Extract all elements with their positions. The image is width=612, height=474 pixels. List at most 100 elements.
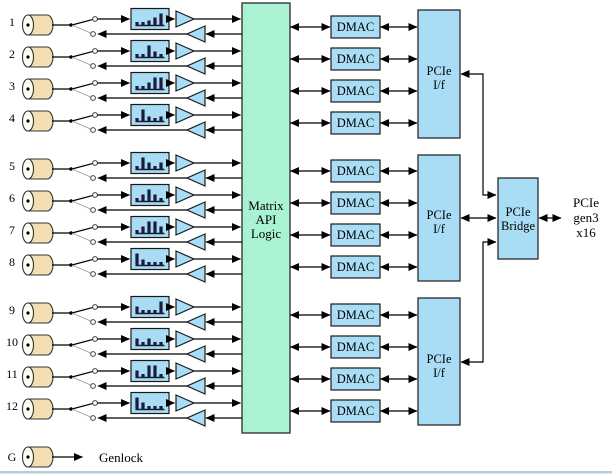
equalizer-icon — [130, 359, 170, 383]
channel-number: 10 — [6, 335, 18, 349]
matrix-api-logic-block: Matrix API Logic — [241, 2, 291, 434]
channel-row-10: 10 — [6, 327, 242, 363]
channel-number: 7 — [9, 223, 15, 237]
dmac-block-2: DMAC — [290, 47, 418, 71]
dmac-label: DMAC — [337, 196, 375, 210]
receiver-amp-icon — [186, 89, 206, 107]
pcie-if-label-line1: PCIe — [427, 352, 452, 366]
genlock-label: Genlock — [99, 450, 144, 465]
bypass-switch-icon — [68, 368, 99, 389]
matrix-label-line3: Logic — [251, 226, 282, 241]
pcie-if-box — [417, 154, 461, 282]
dmac-block-9: DMAC — [290, 303, 418, 327]
pcie-if-box — [417, 297, 461, 426]
channel-number: 12 — [6, 399, 18, 413]
dmac-block-12: DMAC — [290, 399, 418, 423]
channel-row-12: 12 — [6, 391, 242, 427]
driver-amp-icon — [175, 250, 195, 268]
dmac-label: DMAC — [337, 84, 375, 98]
channel-row-6: 6 — [9, 183, 242, 219]
bypass-switch-icon — [68, 47, 99, 70]
bnc-connector-icon — [21, 334, 54, 356]
dmac-block-8: DMAC — [290, 255, 418, 279]
receiver-amp-icon — [186, 265, 206, 283]
bypass-switch-icon — [68, 160, 99, 181]
channel-number: 6 — [9, 191, 15, 205]
matrix-box — [241, 2, 291, 434]
driver-amp-icon — [175, 362, 195, 380]
channel-number: 2 — [9, 47, 15, 61]
bypass-switch-icon — [68, 111, 99, 133]
bnc-connector-icon — [21, 222, 54, 244]
receiver-amp-icon — [186, 313, 206, 331]
channel-row-8: 8 — [9, 247, 242, 283]
channel-number: 9 — [9, 303, 15, 317]
dmac-label: DMAC — [337, 20, 375, 34]
bnc-connector-icon — [21, 110, 54, 132]
channel-number: 3 — [9, 79, 15, 93]
bnc-connector-icon — [21, 302, 54, 324]
bypass-switch-icon — [68, 400, 99, 421]
bypass-switch-icon — [68, 16, 99, 38]
channel-number: 8 — [9, 255, 15, 269]
channel-row-2: 2 — [9, 39, 242, 75]
equalizer-icon — [130, 151, 170, 175]
dmac-label: DMAC — [337, 340, 375, 354]
channel-number: 4 — [9, 111, 15, 125]
dmac-block-11: DMAC — [290, 367, 418, 391]
dmac-label: DMAC — [337, 260, 375, 274]
driver-amp-icon — [175, 186, 195, 204]
dmac-block-3: DMAC — [290, 79, 418, 103]
host-link-line1: PCIe — [573, 195, 599, 210]
driver-amp-icon — [175, 298, 195, 316]
channel-row-9: 9 — [9, 295, 242, 331]
dmac-block-4: DMAC — [290, 111, 418, 135]
receiver-amp-icon — [186, 345, 206, 363]
driver-amp-icon — [175, 106, 195, 124]
driver-amp-icon — [175, 394, 195, 412]
channel-row-11: 11 — [6, 359, 242, 395]
host-link-line2: gen3 — [573, 210, 598, 225]
receiver-amp-icon — [186, 169, 206, 187]
dmac-label: DMAC — [337, 164, 375, 178]
bnc-connector-icon — [21, 190, 54, 212]
pcie-if-block-2: PCIe I/f — [417, 154, 461, 282]
receiver-amp-icon — [186, 121, 206, 139]
bnc-connector-icon — [21, 46, 54, 68]
bnc-connector-icon — [21, 158, 54, 180]
equalizer-icon — [130, 215, 170, 239]
equalizer-icon — [130, 183, 170, 207]
bnc-connector-icon — [21, 14, 54, 36]
bidir-arrow-if1-bridge — [460, 70, 497, 199]
equalizer-icon — [130, 247, 170, 271]
bypass-switch-icon — [68, 79, 99, 102]
matrix-label-line2: API — [256, 212, 277, 227]
channel-row-1: 1 — [9, 7, 242, 43]
dmac-block-7: DMAC — [290, 223, 418, 247]
receiver-amp-icon — [186, 409, 206, 427]
host-link-line3: x16 — [576, 225, 596, 240]
pcie-if-label-line2: I/f — [433, 78, 446, 92]
matrix-label-line1: Matrix — [248, 198, 284, 213]
dmac-block-6: DMAC — [290, 191, 418, 215]
pcie-bridge-block: PCIe Bridge — [497, 177, 539, 260]
channel-row-7: 7 — [9, 215, 242, 251]
bnc-connector-icon — [21, 398, 54, 420]
bnc-connector-icon — [21, 78, 54, 100]
driver-amp-icon — [175, 10, 195, 28]
dmac-label: DMAC — [337, 404, 375, 418]
equalizer-icon — [130, 103, 170, 127]
dmac-label: DMAC — [337, 228, 375, 242]
bnc-connector-icon — [21, 446, 54, 468]
pcie-bridge-label-line2: Bridge — [501, 219, 535, 233]
receiver-amp-icon — [186, 57, 206, 75]
dmac-block-10: DMAC — [290, 335, 418, 359]
bypass-switch-icon — [68, 336, 99, 357]
channel-number: 5 — [9, 159, 15, 173]
receiver-amp-icon — [186, 377, 206, 395]
pcie-if-label-line1: PCIe — [427, 64, 452, 78]
bnc-connector-icon — [21, 366, 54, 388]
channel-row-5: 5 — [9, 151, 242, 187]
driver-amp-icon — [175, 42, 195, 60]
